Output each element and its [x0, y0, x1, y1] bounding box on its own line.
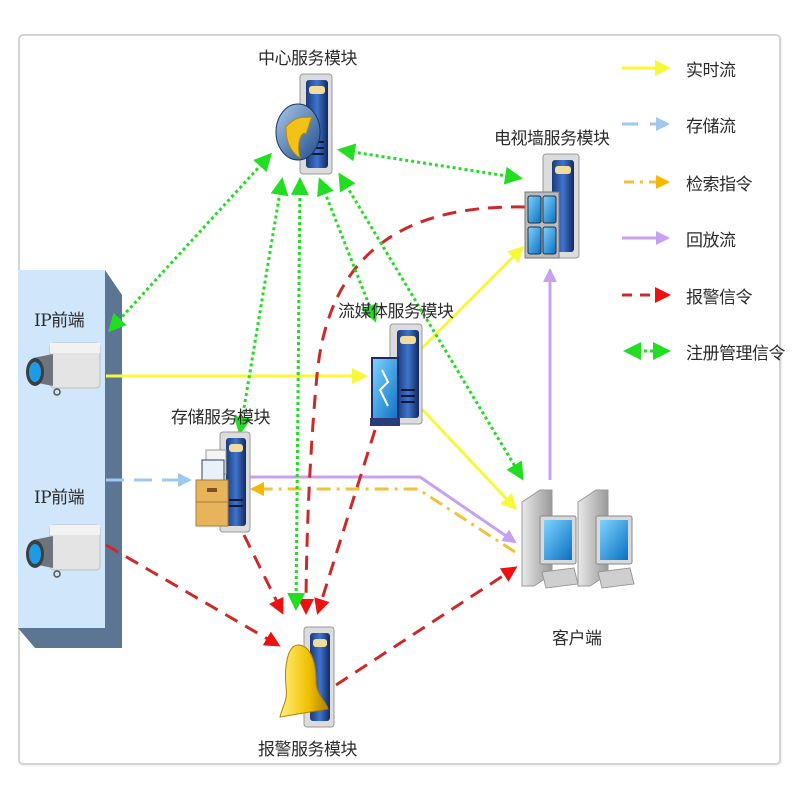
- arrow-center-to-frontend: [107, 152, 273, 333]
- center-module-label: 中心服务模块: [258, 49, 358, 69]
- panel-bottom: [18, 628, 122, 648]
- legend-label-alarm: 报警信令: [686, 288, 753, 308]
- arrow-alarm-to-client: [335, 566, 518, 687]
- arrow-center-to-media: [317, 177, 378, 323]
- arrow-center-to-alarm: [287, 177, 309, 611]
- storage-module-label: 存储服务模块: [171, 408, 271, 428]
- legend-label-retrieve: 检索指令: [686, 175, 753, 195]
- center-server-icon: [275, 73, 333, 175]
- storage-server-icon: [195, 431, 251, 533]
- tvwall-module-label: 电视墙服务模块: [494, 129, 610, 149]
- alarm-module-label: 报警服务模块: [258, 740, 358, 760]
- panel-side: [105, 270, 122, 648]
- client-computers-icon: [521, 489, 635, 589]
- arrow-storage-to-client: [248, 475, 517, 544]
- bell-icon: [279, 644, 329, 718]
- arrow-client-to-storage: [250, 482, 516, 554]
- legend-label-register: 注册管理信令: [686, 344, 786, 364]
- arrow-media-to-client: [418, 405, 518, 511]
- legend-label-playback: 回放流: [686, 231, 736, 251]
- alarm-server-icon: [279, 626, 335, 728]
- media-module-label: 流媒体服务模块: [338, 302, 454, 322]
- ip-frontend-label-2: IP前端: [34, 488, 85, 508]
- realtime-stream-lines: [106, 245, 525, 511]
- ip-camera-icon: [26, 524, 101, 578]
- arrow-center-to-client: [338, 172, 524, 481]
- ip-frontend-label-1: IP前端: [34, 311, 85, 331]
- legend-swatches: [622, 60, 671, 360]
- arrow-center-to-tvwall: [337, 143, 523, 185]
- computer-icon: [577, 489, 635, 589]
- arrow-camera2-to-alarm: [105, 543, 281, 647]
- arrow-storage-to-alarm: [242, 534, 284, 615]
- arrow-center-to-storage: [233, 177, 289, 435]
- alarm-signal-lines: [105, 205, 526, 687]
- legend-label-storage: 存储流: [686, 117, 736, 137]
- legend-label-realtime: 实时流: [686, 61, 736, 81]
- ip-camera-icon: [26, 342, 101, 396]
- media-server-icon: [370, 323, 423, 426]
- register-signal-lines: [107, 143, 524, 611]
- arrow-media-to-alarm: [314, 429, 377, 615]
- computer-icon: [521, 489, 579, 589]
- client-label: 客户端: [552, 629, 602, 649]
- tvwall-server-icon: [524, 153, 580, 259]
